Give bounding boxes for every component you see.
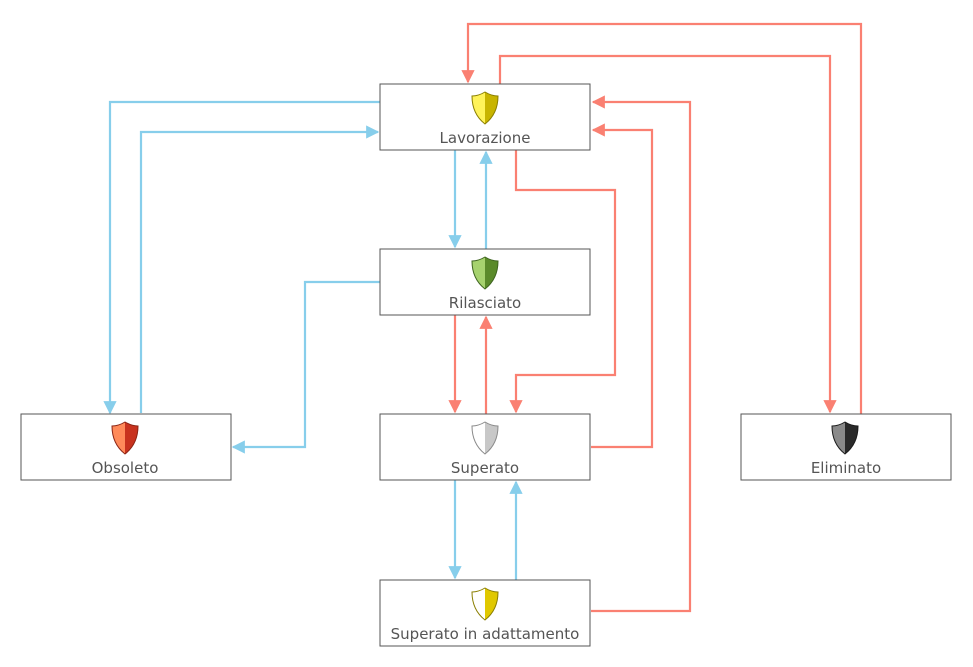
- node-label-superato: Superato: [451, 459, 519, 477]
- edge-superato-adattamento-to-lavorazione: [591, 95, 692, 613]
- edge-rilasciato-to-obsoleto: [231, 280, 380, 454]
- edge-lavorazione-to-superato: [509, 150, 617, 414]
- edge-lavorazione-to-eliminato: [498, 54, 837, 414]
- node-label-rilasciato: Rilasciato: [449, 294, 521, 312]
- shield-white-icon: [471, 421, 499, 455]
- shield-yellow-icon: [471, 91, 499, 125]
- node-label-obsoleto: Obsoleto: [92, 459, 159, 477]
- node-superato-adattamento[interactable]: Superato in adattamento: [379, 579, 591, 647]
- node-label-eliminato: Eliminato: [811, 459, 881, 477]
- node-label-superato-adattamento: Superato in adattamento: [391, 625, 580, 643]
- edge-lavorazione-to-obsoleto: [103, 100, 380, 415]
- node-rilasciato[interactable]: Rilasciato: [379, 248, 591, 316]
- shield-black-icon: [831, 421, 859, 455]
- shield-white-yellow-icon: [471, 587, 499, 621]
- node-label-lavorazione: Lavorazione: [440, 129, 531, 147]
- node-eliminato[interactable]: Eliminato: [740, 413, 952, 481]
- edges: [103, 22, 863, 613]
- edge-superato-to-lavorazione: [591, 123, 654, 449]
- shield-red-icon: [111, 421, 139, 455]
- node-obsoleto[interactable]: Obsoleto: [20, 413, 232, 481]
- node-superato[interactable]: Superato: [379, 413, 591, 481]
- shield-green-icon: [471, 256, 499, 290]
- edge-eliminato-to-lavorazione: [461, 22, 863, 414]
- node-lavorazione[interactable]: Lavorazione: [379, 83, 591, 151]
- edge-obsoleto-to-lavorazione: [139, 125, 380, 413]
